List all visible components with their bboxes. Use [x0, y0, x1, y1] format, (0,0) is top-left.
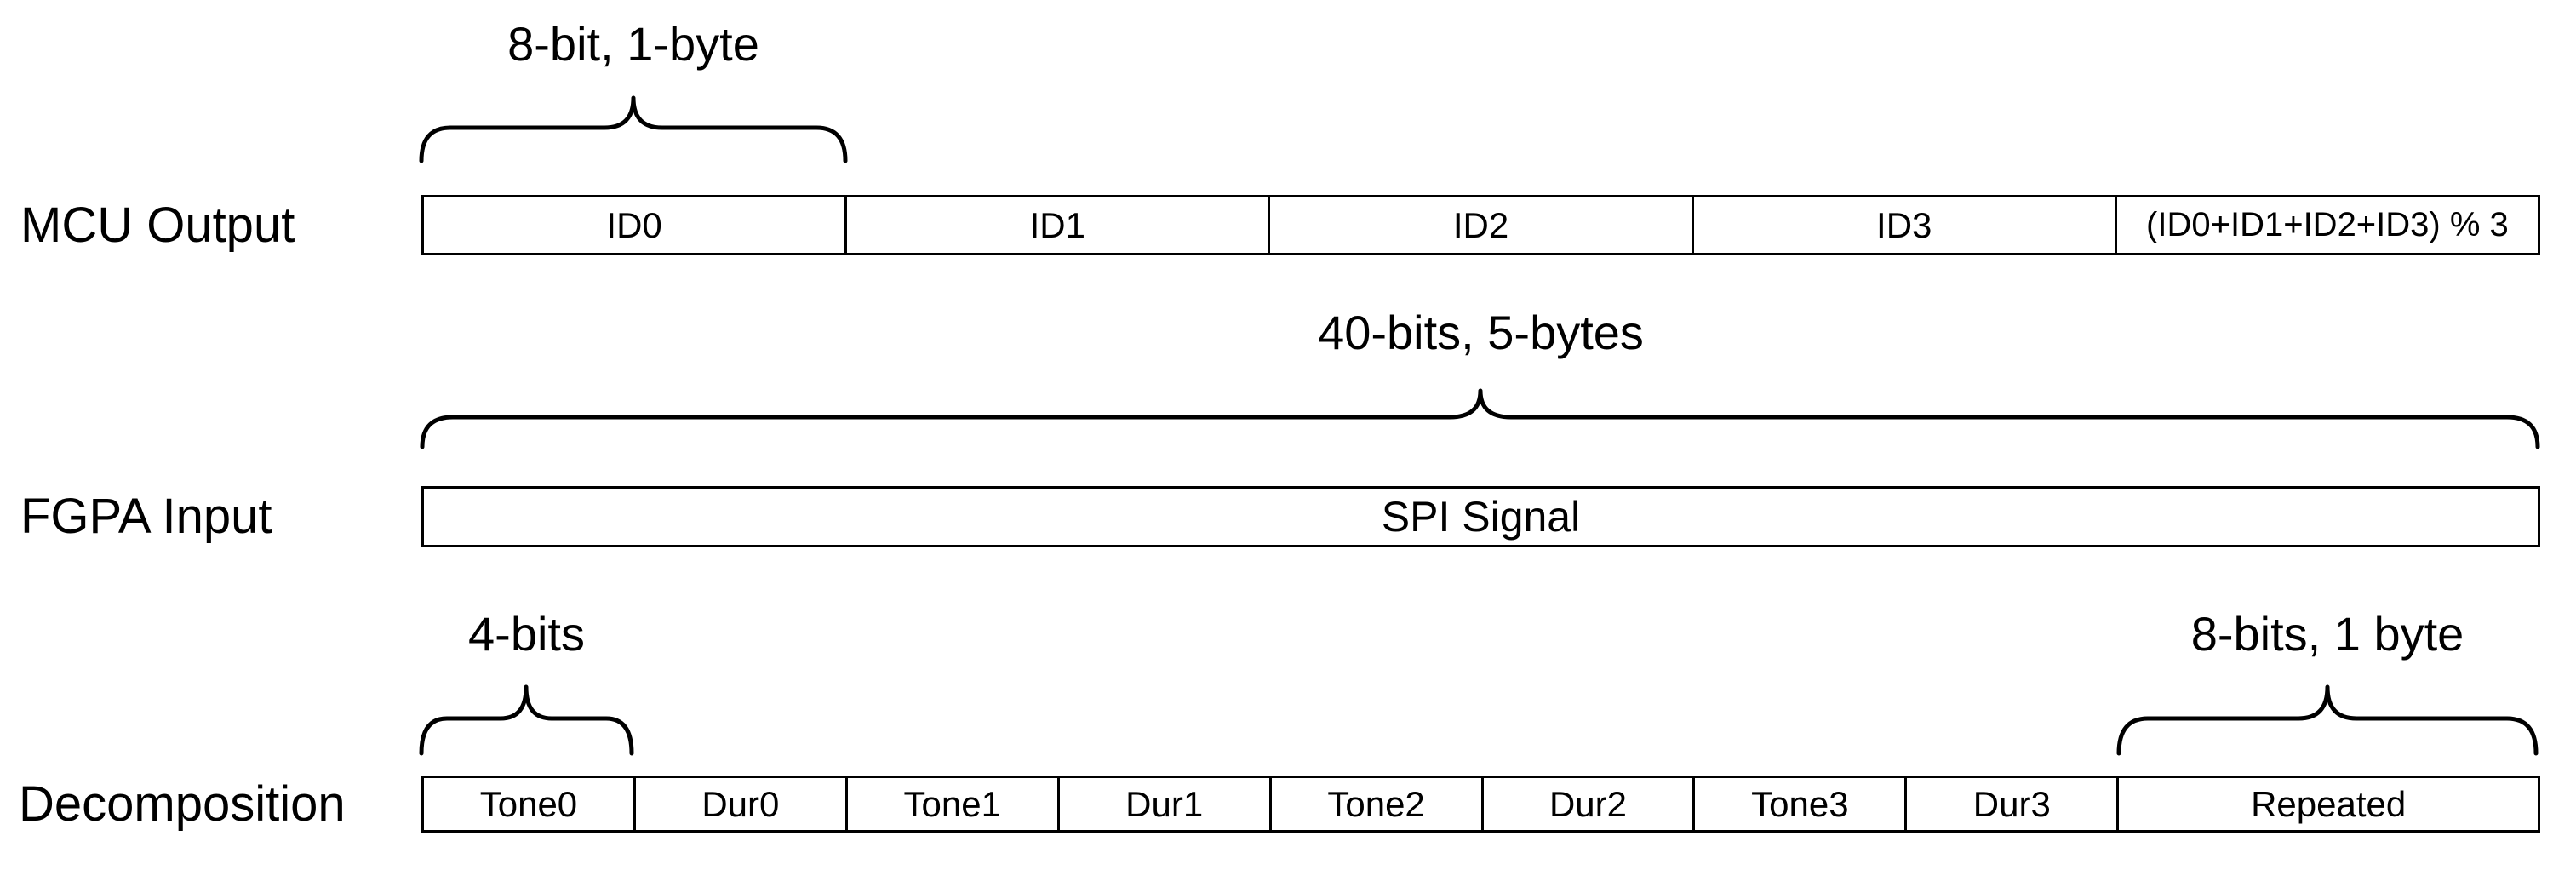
cell-spi-signal: SPI Signal — [1381, 493, 1581, 541]
cell-dur1: Dur1 — [1056, 778, 1269, 830]
cell-tone1: Tone1 — [844, 778, 1057, 830]
cell-tone3: Tone3 — [1692, 778, 1904, 830]
brace-up-icon-id0 — [419, 95, 848, 163]
cell-dur0: Dur0 — [633, 778, 845, 830]
brace-up-icon-repeated — [2116, 684, 2539, 756]
cell-id1: ID1 — [844, 197, 1268, 253]
row-label-decomposition: Decomposition — [19, 776, 346, 832]
fgpa-input-bar: SPI Signal — [421, 486, 2540, 547]
cell-id3: ID3 — [1691, 197, 2115, 253]
cell-dur2: Dur2 — [1480, 778, 1693, 830]
cell-repeated: Repeated — [2116, 778, 2538, 830]
row-label-fgpa-input: FGPA Input — [20, 489, 272, 544]
annotation-8bit-1byte: 8-bit, 1-byte — [507, 17, 759, 71]
brace-up-icon-spi — [420, 388, 2540, 449]
cell-id0: ID0 — [606, 204, 662, 245]
decomposition-bar: Tone0 Dur0 Tone1 Dur1 Tone2 Dur2 Tone3 D… — [421, 776, 2540, 833]
cell-dur3: Dur3 — [1904, 778, 2116, 830]
annotation-8bits-1byte: 8-bits, 1 byte — [2190, 607, 2464, 661]
cell-tone2: Tone2 — [1268, 778, 1481, 830]
cell-tone0: Tone0 — [479, 783, 578, 824]
cell-id2: ID2 — [1268, 197, 1691, 253]
annotation-40bits-5bytes: 40-bits, 5-bytes — [1318, 306, 1644, 359]
row-label-mcu-output: MCU Output — [20, 197, 295, 253]
annotation-4bits: 4-bits — [468, 607, 585, 661]
cell-checksum: (ID0+ID1+ID2+ID3) % 3 — [2114, 197, 2538, 253]
brace-up-icon-tone0 — [419, 684, 634, 756]
mcu-output-bar: ID0 ID1 ID2 ID3 (ID0+ID1+ID2+ID3) % 3 — [421, 195, 2540, 255]
